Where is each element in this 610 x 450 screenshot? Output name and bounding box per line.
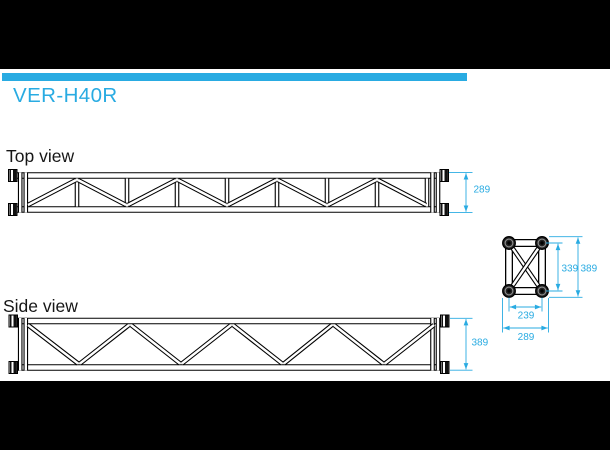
- section-center-height-label: 339: [562, 264, 579, 275]
- side-view-label: Side view: [3, 296, 78, 316]
- section-outer-width-dimension: 289: [502, 298, 549, 343]
- section-center-height-dimension: 339: [546, 242, 579, 292]
- section-outer-height-label: 389: [581, 264, 598, 275]
- chord-tube-section: [502, 236, 516, 250]
- truss-connector: [440, 361, 450, 374]
- truss-connector: [8, 169, 18, 182]
- section-outer-height-dimension: 389: [549, 236, 598, 298]
- top-view-dim-label: 289: [474, 185, 491, 196]
- side-view-dim-label: 389: [472, 338, 489, 349]
- cross-section-drawing: [502, 236, 549, 298]
- truss-connector: [439, 169, 449, 182]
- side-view-drawing: [8, 314, 450, 374]
- chord-tube-section: [502, 284, 516, 298]
- top-view-label: Top view: [6, 146, 75, 166]
- section-center-width-dimension: 239: [508, 297, 543, 322]
- product-title: VER-H40R: [13, 84, 118, 107]
- truss-connector: [440, 314, 450, 328]
- header-accent-bar: [2, 73, 467, 81]
- truss-connector: [8, 203, 18, 216]
- section-outer-width-label: 289: [518, 332, 535, 343]
- section-center-width-label: 239: [518, 311, 535, 322]
- side-view-dimension: 389: [450, 317, 489, 371]
- truss-connector: [8, 361, 18, 374]
- top-view-dimension: 289: [449, 171, 491, 214]
- top-view-drawing: [8, 169, 449, 216]
- truss-connector: [8, 314, 18, 328]
- truss-connector: [439, 203, 449, 216]
